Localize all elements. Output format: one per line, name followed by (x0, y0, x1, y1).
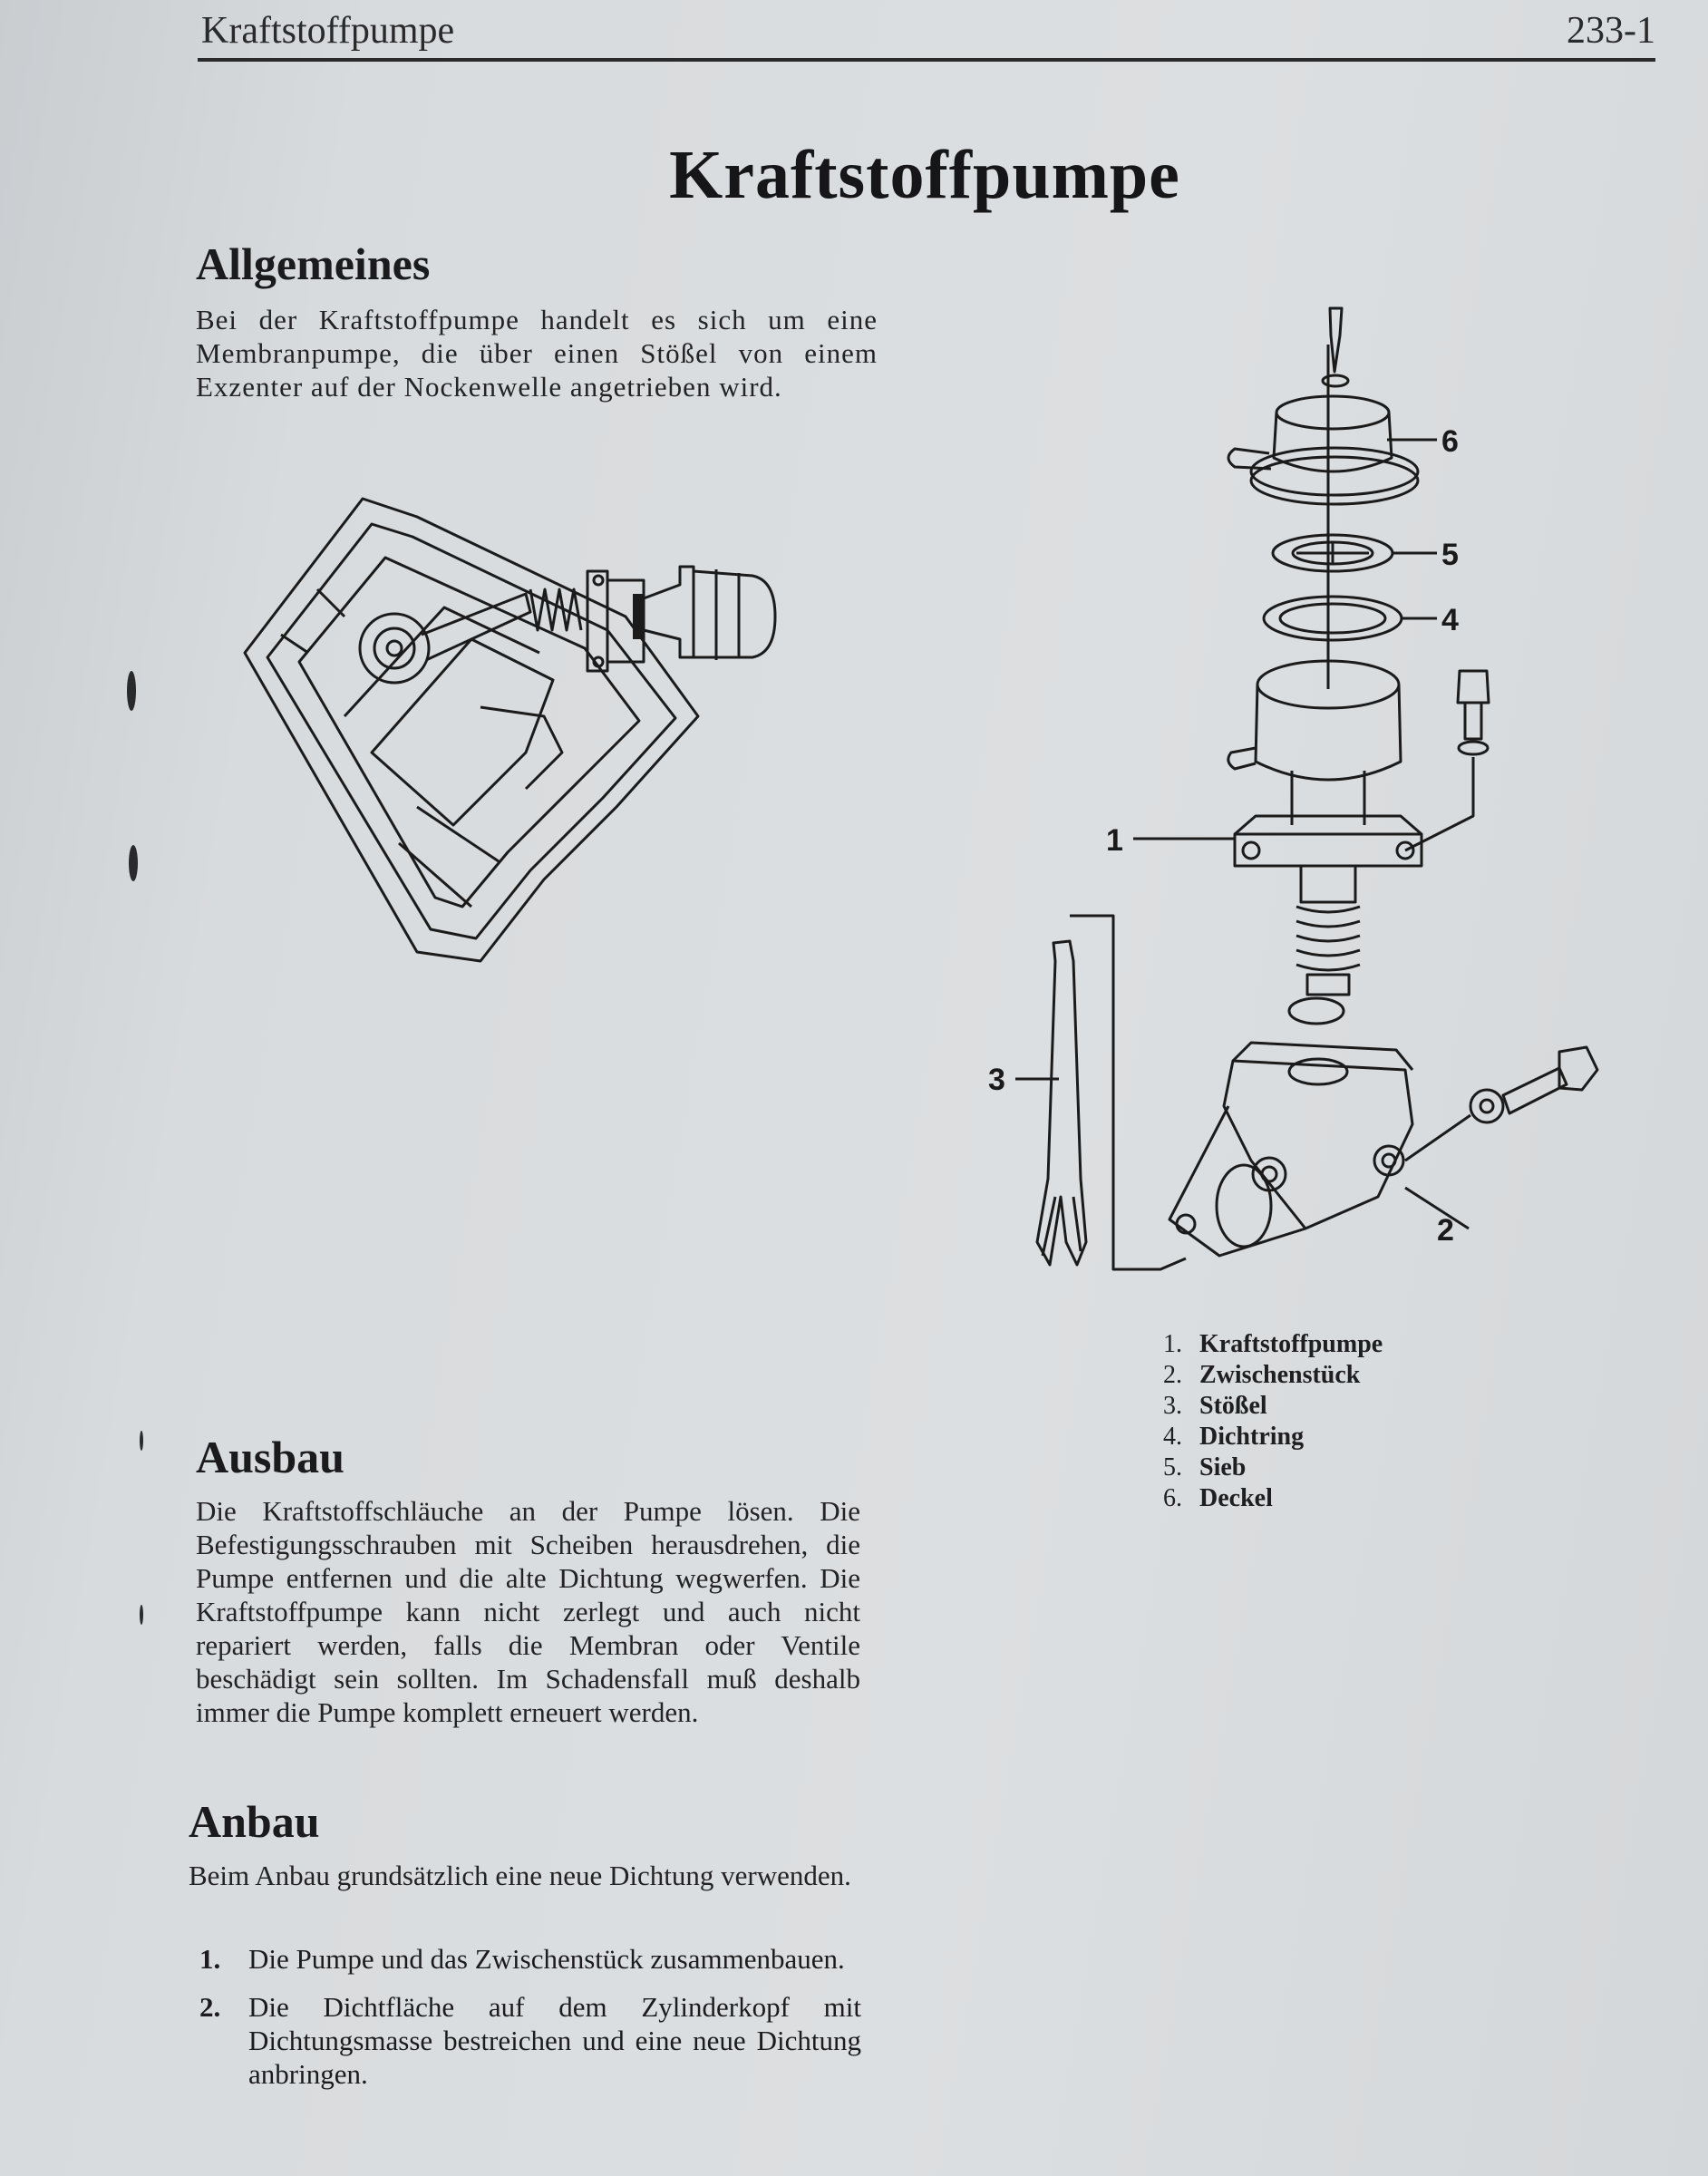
anbau-steps: 1.Die Pumpe und das Zwischenstück zusamm… (199, 1942, 861, 2105)
list-item: 2.Die Dichtfläche auf dem Zylinderkopf m… (199, 1991, 861, 2090)
callout-1: 1 (1106, 823, 1123, 858)
callout-5: 5 (1441, 538, 1459, 572)
page-number: 233-1 (1567, 10, 1655, 52)
running-header: Kraftstoffpumpe 233-1 (198, 2, 1655, 62)
figure-legend: 1.Kraftstoffpumpe 2.Zwischenstück 3.Stöß… (1163, 1329, 1490, 1514)
list-item: 1.Die Pumpe und das Zwischenstück zusamm… (199, 1943, 845, 1975)
binder-mark (140, 1605, 143, 1625)
running-title: Kraftstoffpumpe (201, 10, 455, 52)
callout-2: 2 (1437, 1213, 1454, 1248)
legend-item: 5.Sieb (1163, 1453, 1247, 1481)
legend-item: 6.Deckel (1163, 1484, 1273, 1512)
legend-item: 4.Dichtring (1163, 1423, 1305, 1451)
heading-allgemeines: Allgemeines (196, 238, 431, 289)
callout-6: 6 (1441, 424, 1459, 459)
heading-anbau: Anbau (189, 1796, 320, 1847)
binder-mark (127, 671, 136, 711)
legend-item: 3.Stößel (1163, 1392, 1267, 1420)
text-ausbau: Die Kraftstoffschläuche an der Pumpe lös… (196, 1495, 860, 1728)
page-title: Kraftstoffpumpe (669, 137, 1180, 213)
legend-item: 2.Zwischenstück (1163, 1361, 1361, 1389)
callout-4: 4 (1441, 603, 1459, 637)
legend-item: 1.Kraftstoffpumpe (1163, 1330, 1383, 1358)
heading-ausbau: Ausbau (196, 1432, 345, 1482)
callout-3: 3 (988, 1063, 1005, 1097)
pump-exploded-view-drawing: 6 5 4 1 3 2 (988, 306, 1599, 1271)
text-allgemeines: Bei der Kraftstoffpumpe handelt es sich … (196, 304, 878, 403)
binder-mark (140, 1431, 143, 1451)
pump-mounting-section-drawing (243, 497, 777, 963)
text-anbau: Beim Anbau grundsätzlich eine neue Dicht… (189, 1860, 851, 1891)
binder-mark (129, 845, 138, 881)
